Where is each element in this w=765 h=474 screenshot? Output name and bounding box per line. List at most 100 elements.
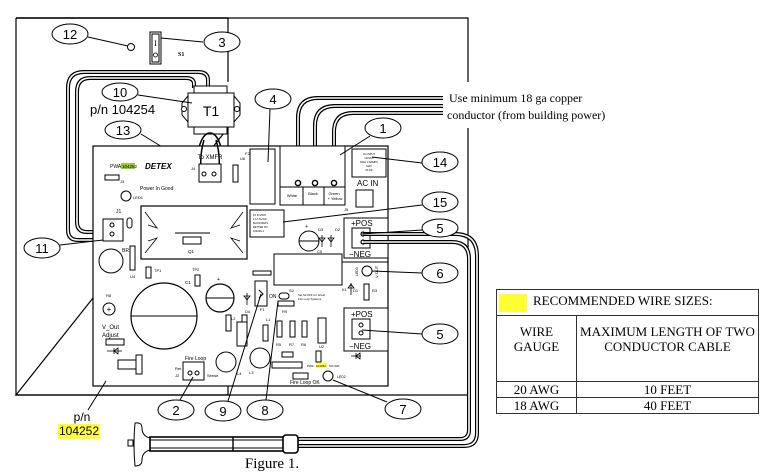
led3-icon	[361, 265, 373, 277]
callout-6: 6	[371, 262, 459, 284]
svg-text:Black: Black	[308, 191, 318, 196]
inductor-l3	[249, 347, 271, 369]
svg-text:4: 4	[269, 92, 276, 107]
svg-text:104252: 104252	[316, 364, 326, 368]
svg-text:10: 10	[113, 85, 127, 100]
svg-text:+: +	[107, 305, 112, 314]
callout-5b: 5	[361, 323, 459, 345]
svg-text:5: 5	[436, 221, 443, 236]
svg-text:U2: U2	[319, 344, 325, 349]
svg-text:Ret: Ret	[175, 366, 182, 371]
wire-table-title: RECOMMENDED WIRE SIZES:	[496, 289, 759, 316]
svg-text:+POS: +POS	[351, 219, 373, 228]
transformer-part-number: p/n 104254	[90, 102, 155, 117]
svg-text:60 HZ: 60 HZ	[365, 168, 372, 172]
svg-text:5: 5	[436, 327, 443, 342]
svg-text:C1: C1	[185, 280, 191, 285]
svg-text:I: I	[154, 39, 157, 48]
brand-logo: DETEX	[145, 162, 172, 171]
svg-text:MAX: MAX	[366, 164, 372, 168]
svg-text:R3: R3	[372, 288, 378, 293]
svg-text:LED3: LED3	[355, 267, 359, 276]
svg-text:13: 13	[116, 123, 130, 138]
svg-text:AC INPUT: AC INPUT	[363, 152, 376, 156]
svg-text:ON: ON	[269, 294, 277, 300]
svg-text:−NEG: −NEG	[349, 342, 371, 351]
switch-s1: I S1	[149, 31, 204, 65]
callout-10: 10	[101, 82, 193, 104]
svg-text:104236-1: 104236-1	[253, 229, 265, 233]
connector-j2	[182, 361, 205, 381]
svg-text:Sense: Sense	[207, 373, 219, 378]
svg-text:V_Out: V_Out	[102, 325, 119, 331]
svg-text:R5: R5	[276, 342, 282, 347]
svg-text:F1 IN 250V: F1 IN 250V	[253, 213, 266, 217]
figure-caption: Figure 1.	[245, 456, 299, 472]
svg-text:J4: J4	[191, 166, 196, 171]
svg-text:+POS: +POS	[351, 310, 373, 319]
connector-j1	[102, 218, 124, 242]
svg-text:LED2: LED2	[337, 375, 346, 379]
svg-text:K1: K1	[342, 287, 348, 292]
svg-text:BR1: BR1	[122, 248, 132, 254]
svg-text:Power In Good: Power In Good	[140, 186, 174, 192]
callout-1: 1	[339, 117, 402, 156]
svg-text:D2: D2	[335, 227, 341, 232]
callout-7: 7	[332, 379, 422, 420]
svg-text:C5: C5	[317, 249, 323, 254]
power-note-line1: Use minimum 18 ga copper	[449, 91, 582, 105]
svg-text:U6: U6	[240, 156, 246, 161]
output-cable	[290, 232, 479, 448]
led1-icon	[120, 190, 132, 202]
svg-text:+: +	[217, 277, 220, 283]
svg-text:PWA: PWA	[110, 164, 122, 170]
svg-text:R8: R8	[106, 293, 112, 298]
push-bar-device	[127, 422, 299, 467]
svg-text:L3: L3	[249, 370, 254, 375]
svg-text:15: 15	[433, 195, 447, 210]
svg-text:J3: J3	[120, 179, 125, 184]
svg-text:Fire Loop Systems: Fire Loop Systems	[298, 297, 322, 301]
svg-text:9: 9	[219, 404, 226, 419]
table-row: 18 AWG 40 FEET	[496, 397, 759, 414]
board-pn-number: 104252	[59, 424, 99, 438]
callout-13: 12	[51, 23, 135, 51]
svg-text:R6: R6	[301, 342, 307, 347]
svg-text:TP2: TP2	[192, 267, 200, 272]
callout-8: 8	[246, 300, 284, 421]
switch-s2	[278, 292, 290, 300]
svg-text:1.1A SLOW: 1.1A SLOW	[253, 217, 267, 221]
inductor-l4	[215, 351, 237, 373]
svg-text:To XMFR: To XMFR	[197, 155, 223, 161]
svg-text:120VAC: 120VAC	[364, 156, 374, 160]
header-wire-gauge: WIRE GAUGE	[496, 315, 577, 382]
svg-text:SO-600: SO-600	[329, 364, 340, 368]
svg-text:BLOW REPL: BLOW REPL	[253, 221, 269, 225]
svg-text:J5: J5	[344, 207, 349, 212]
svg-text:F1: F1	[260, 307, 265, 312]
svg-text:BETTER PN: BETTER PN	[253, 225, 268, 229]
header-max-length: MAXIMUM LENGTH OF TWO CONDUCTOR CABLE	[576, 315, 759, 382]
svg-text:L2: L2	[231, 316, 236, 321]
svg-text:3: 3	[218, 35, 225, 50]
power-note-line2: conductor (from building power)	[447, 108, 605, 122]
svg-text:S1: S1	[178, 52, 184, 58]
legend-swatch	[499, 293, 527, 312]
svg-text:TP1: TP1	[154, 268, 162, 273]
heatsink-q1: Q1	[140, 205, 248, 260]
svg-text:D4: D4	[245, 309, 251, 314]
svg-text:White: White	[287, 193, 298, 198]
callout-11: 11	[23, 237, 104, 259]
callout-3: 3	[203, 31, 241, 53]
svg-text:J2: J2	[175, 373, 180, 378]
callout-15: 15	[282, 191, 459, 223]
callout-2: 2	[157, 376, 195, 421]
svg-text:+: +	[305, 224, 308, 230]
transformer-t1: T1	[181, 85, 241, 135]
svg-text:R7: R7	[289, 342, 295, 347]
svg-text:8: 8	[261, 403, 268, 418]
svg-text:L4: L4	[237, 371, 242, 376]
fuse-f1	[254, 280, 268, 307]
callout-14: 14	[371, 151, 459, 173]
svg-text:+ Yellow: + Yellow	[328, 196, 343, 201]
